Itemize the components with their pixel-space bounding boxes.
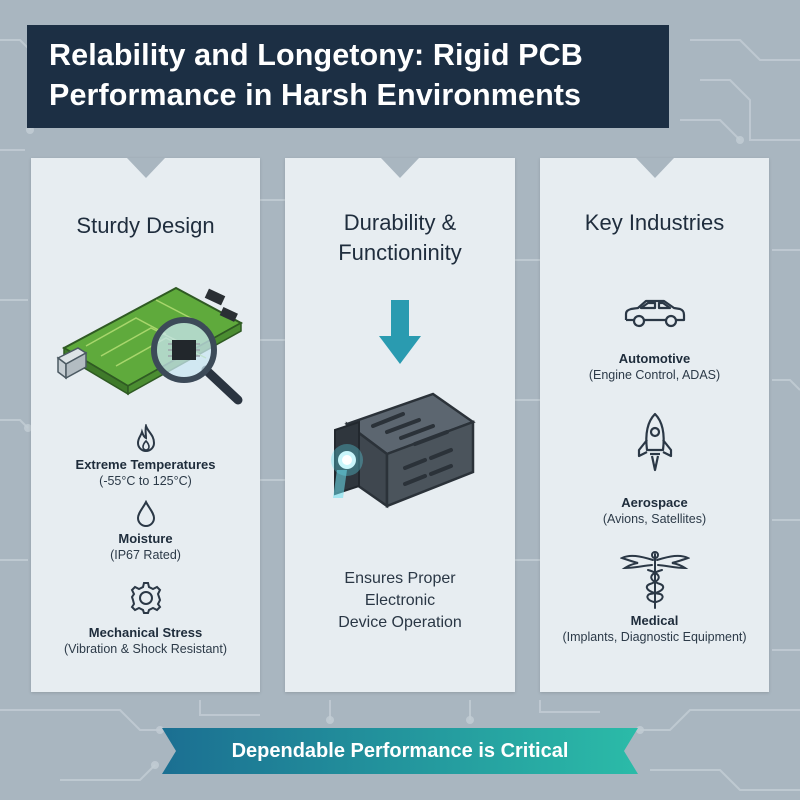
panel-sturdy-design: Sturdy Design Extreme Te [31, 158, 260, 692]
panel-heading: Key Industries [584, 210, 725, 235]
pcb-magnifier-illustration [56, 286, 244, 405]
banner: Dependable Performance is Critical [162, 728, 638, 774]
rugged-enclosure-illustration [331, 392, 476, 509]
panel-heading: Sturdy Design [76, 213, 215, 238]
title-box: Relability and Longetony: Rigid PCB Perf… [27, 25, 669, 128]
durability-caption: Ensures Proper Electronic Device Operati… [338, 570, 462, 631]
panel-notch [635, 158, 674, 178]
droplet-icon [136, 500, 156, 527]
panel-notch [381, 158, 419, 178]
feature-mechanical-stress: Mechanical Stress (Vibration & Shock Res… [63, 625, 228, 656]
feature-moisture: Moisture (IP67 Rated) [110, 531, 181, 562]
title-line-1: Relability and Longetony: Rigid PCB [49, 38, 583, 72]
panel-key-industries: Key Industries Automotive (Engine Contro… [540, 158, 769, 692]
gear-icon [130, 582, 162, 614]
banner-ribbon [162, 728, 638, 774]
panel-durability: Durability & Functioninity [285, 158, 515, 692]
title-line-2: Performance in Harsh Environments [49, 78, 582, 112]
caduceus-icon [620, 551, 690, 609]
flame-icon [136, 424, 156, 452]
car-icon [624, 299, 686, 328]
feature-extreme-temperatures: Extreme Temperatures (-55°C to 125°C) [75, 457, 216, 488]
feature-aerospace: Aerospace (Avions, Satellites) [602, 495, 707, 526]
panel-heading: Durability & Functioninity [338, 210, 462, 265]
feature-automotive: Automotive (Engine Control, ADAS) [588, 351, 721, 382]
panel-notch [126, 158, 165, 178]
feature-medical: Medical (Implants, Diagnostic Equipment) [562, 613, 747, 644]
banner-text: Dependable Performance is Critical [231, 740, 569, 762]
rocket-icon [637, 412, 673, 472]
down-arrow-icon [379, 300, 421, 364]
